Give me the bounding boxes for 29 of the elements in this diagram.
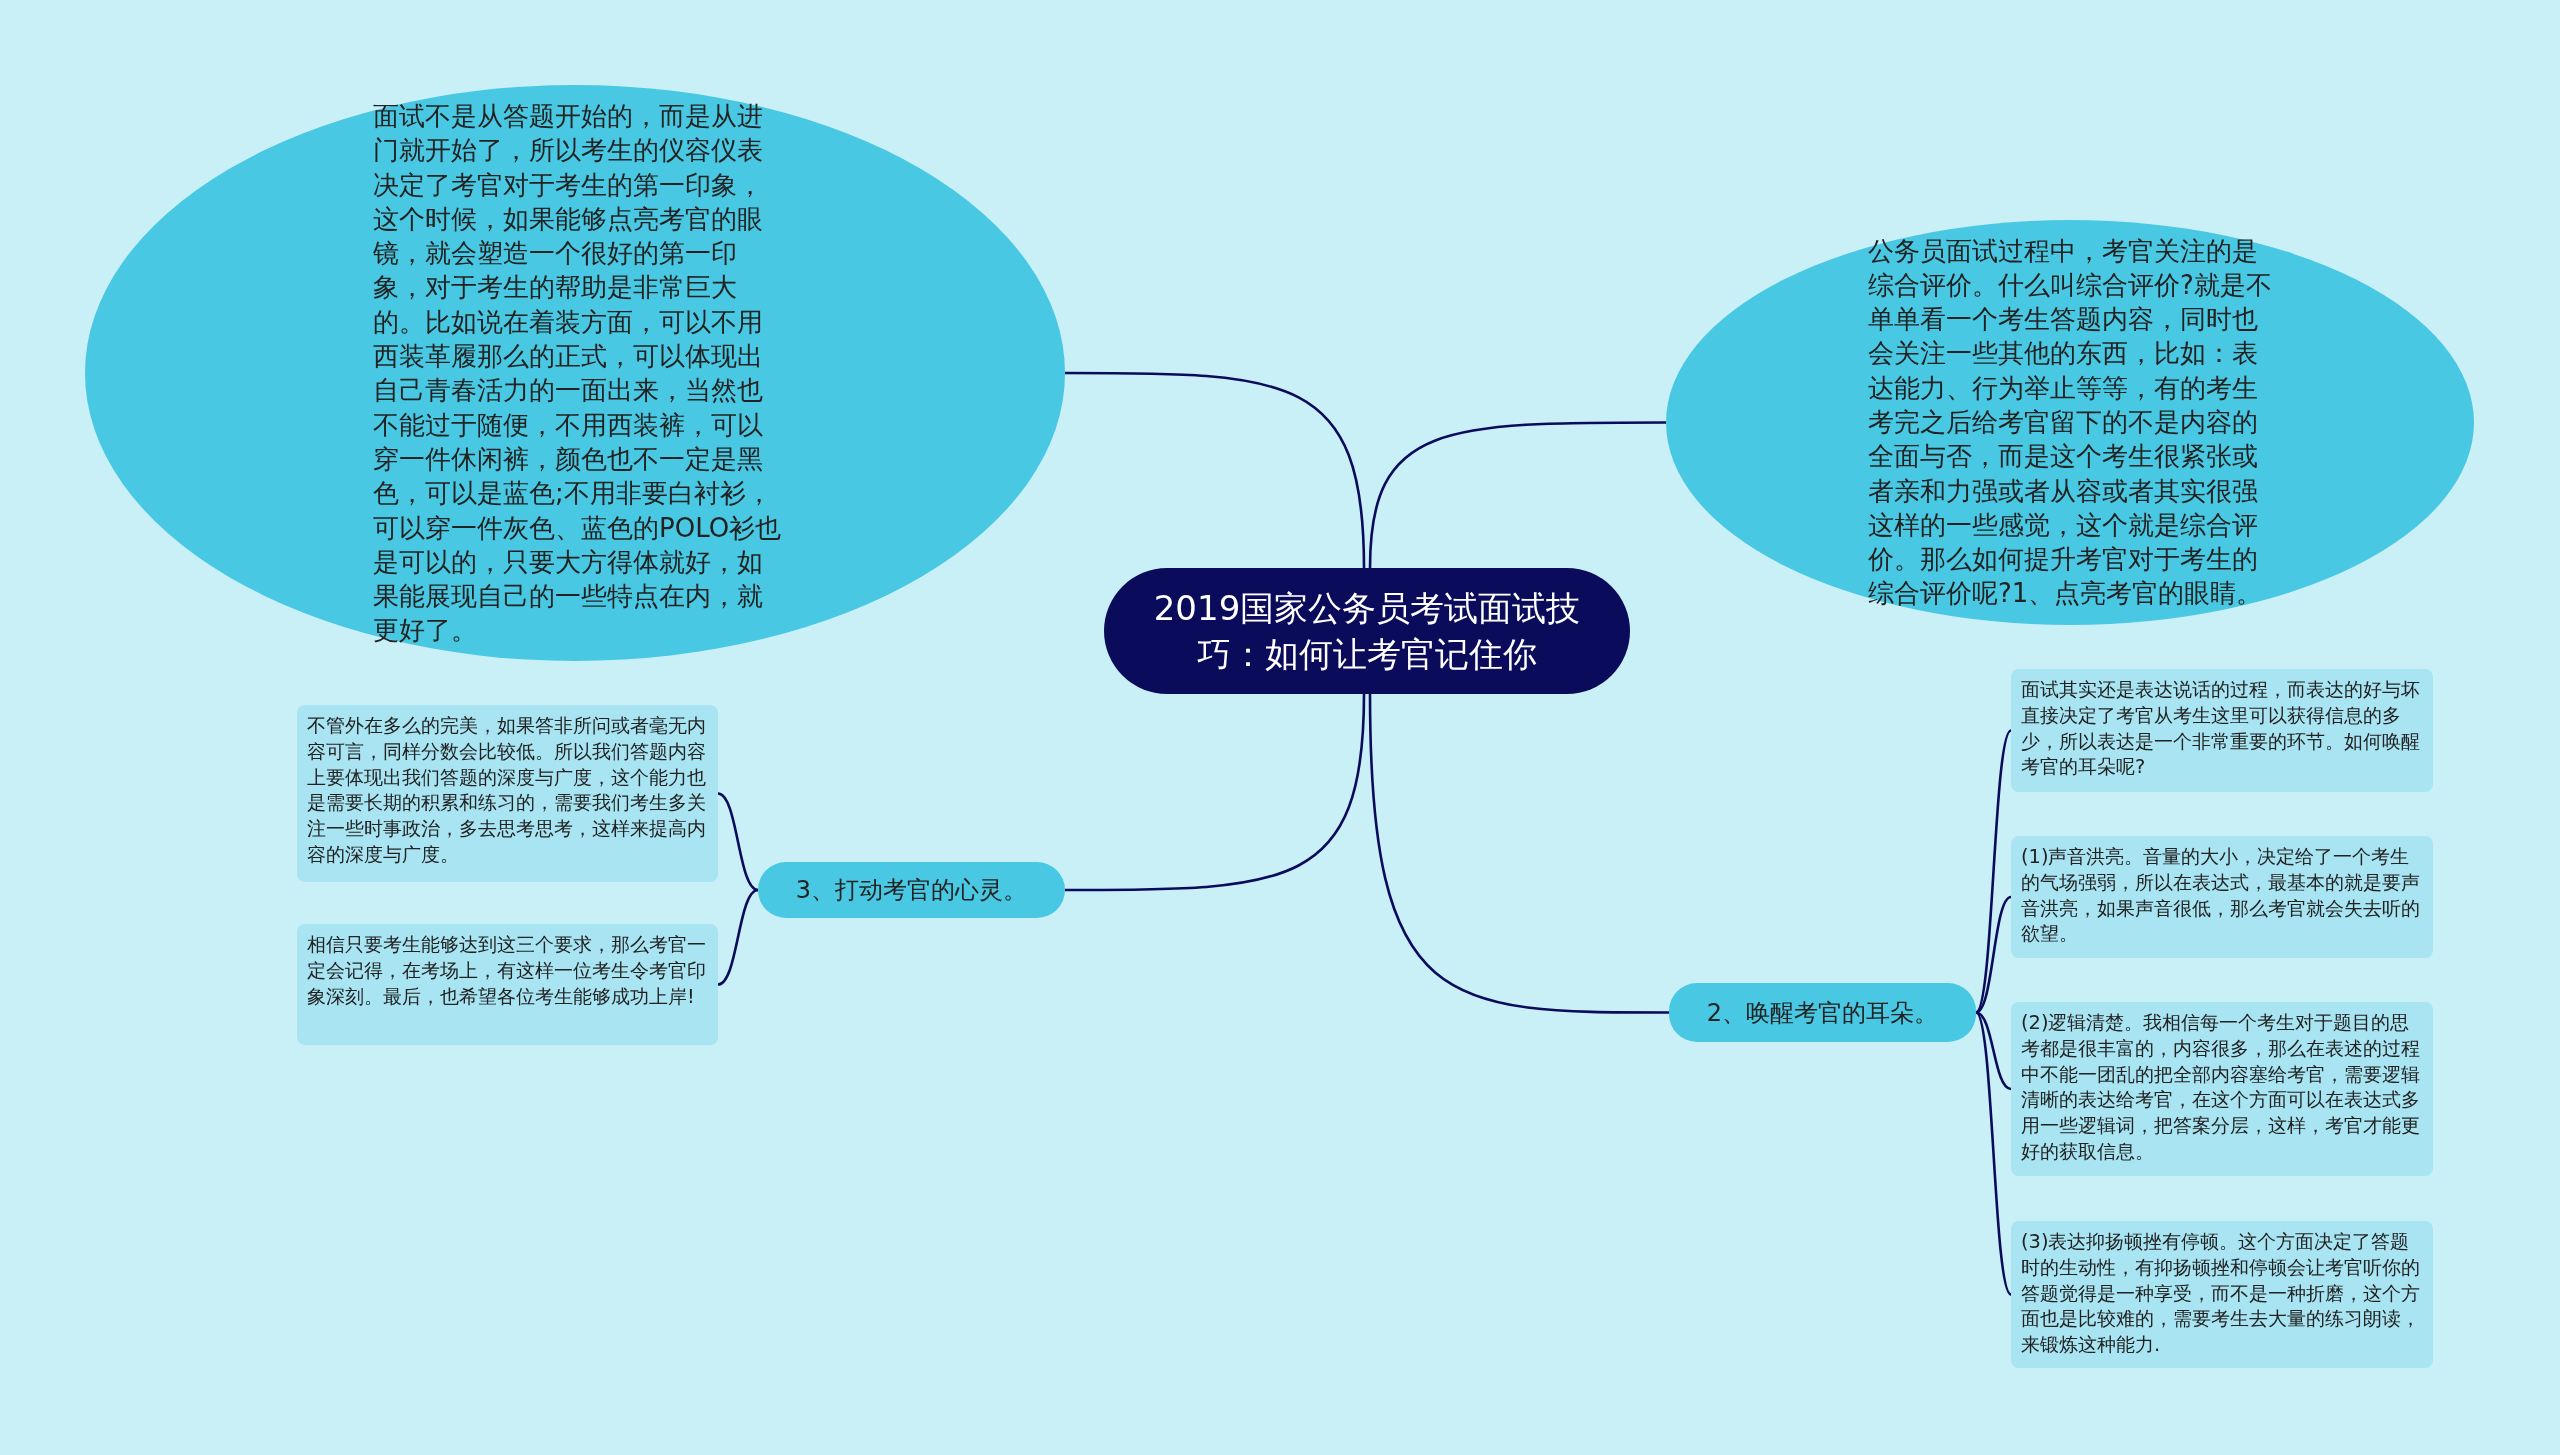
branch-pill (1669, 983, 1976, 1042)
note-text: (2)逻辑清楚。我相信每一个考生对于题目的思考都是很丰富的，内容很多，那么在表述的过程中不能一团乱的把全部内容塞给考官，需要逻辑清晰的表达给考官，在这个方面可以在表达式多用一些逻辑词，把答案分层，这样，考官才能更好的获取信息。 (2021, 1010, 2421, 1165)
connector-line (1368, 693, 1669, 1014)
note-card (297, 705, 718, 882)
connector-line (1065, 693, 1366, 892)
connector-line (1065, 371, 1366, 569)
connector-line (717, 792, 759, 892)
branch-pill (758, 862, 1065, 918)
note-text: 面试其实还是表达说话的过程，而表达的好与坏直接决定了考官从考生这里可以获得信息的多少，所以表达是一个非常重要的环节。如何唤醒考官的耳朵呢? (2021, 677, 2421, 781)
topic-title: 2019国家公务员考试面试技巧：如何让考官记住你 (1152, 587, 1582, 676)
note-card (2011, 1221, 2433, 1368)
note-text: 不管外在多么的完美，如果答非所问或者毫无内容可言，同样分数会比较低。所以我们答题内容上要体现出我们答题的深度与广度，这个能力也是需要长期的积累和练习的，需要我们考生多关注一些时事政治，多去思考思考，这样来提高内容的深度与广度。 (307, 713, 707, 868)
note-text: 相信只要考生能够达到这三个要求，那么考官一定会记得，在考场上，有这样一位考生令考官印象深刻。最后，也希望各位考生能够成功上岸! (307, 932, 707, 1010)
note-card (2011, 836, 2433, 958)
note-text: (3)表达抑扬顿挫有停顿。这个方面决定了答题时的生动性，有抑扬顿挫和停顿会让考官听你的答题觉得是一种享受，而不是一种折磨，这个方面也是比较难的，需要考生去大量的练习朗读，来锻炼这种能力. (2021, 1229, 2421, 1358)
connector-line (1368, 421, 1666, 569)
paragraph-text: 公务员面试过程中，考官关注的是综合评价。什么叫综合评价?就是不单单看一个考生答题内容，同时也会关注一些其他的东西，比如：表达能力、行为举止等等，有的考生考完之后给考官留下的不是内容的全面与否，而是这个考生很紧张或者亲和力强或者从容或者其实很强这样的一些感觉，这个就是综合评价。那么如何提升考官对于考生的综合评价呢?1、点亮考官的眼睛。 (1868, 234, 2273, 611)
connector-line (717, 888, 759, 986)
paragraph-text: 面试不是从答题开始的，而是从进门就开始了，所以考生的仪容仪表决定了考官对于考生的第一印象，这个时候，如果能够点亮考官的眼镜，就会塑造一个很好的第一印象，对于考生的帮助是非常巨大的。比如说在着装方面，可以不用西装革履那么的正式，可以体现出自己青春活力的一面出来，当然也不能过于随便，不用西装裤，可以穿一件休闲裤，颜色也不一定是黑色，可以是蓝色;不用非要白衬衫，可以穿一件灰色、蓝色的POLO衫也是可以的，只要大方得体就好，如果能展现自己的一些特点在内，就更好了。 (373, 99, 783, 648)
branch-label: 3、打动考官的心灵。 (795, 875, 1028, 905)
note-text: (1)声音洪亮。音量的大小，决定给了一个考生的气场强弱，所以在表达式，最基本的就是要声音洪亮，如果声音很低，那么考官就会失去听的欲望。 (2021, 844, 2421, 948)
branch-label: 2、唤醒考官的耳朵。 (1706, 997, 1939, 1028)
connector-line (1974, 1011, 2013, 1296)
connector-line (1975, 895, 2012, 1014)
note-card (2011, 1002, 2433, 1176)
connector-line (1974, 729, 2013, 1014)
note-card (2011, 669, 2433, 792)
connector-line (1975, 1011, 2012, 1091)
note-card (297, 924, 718, 1045)
